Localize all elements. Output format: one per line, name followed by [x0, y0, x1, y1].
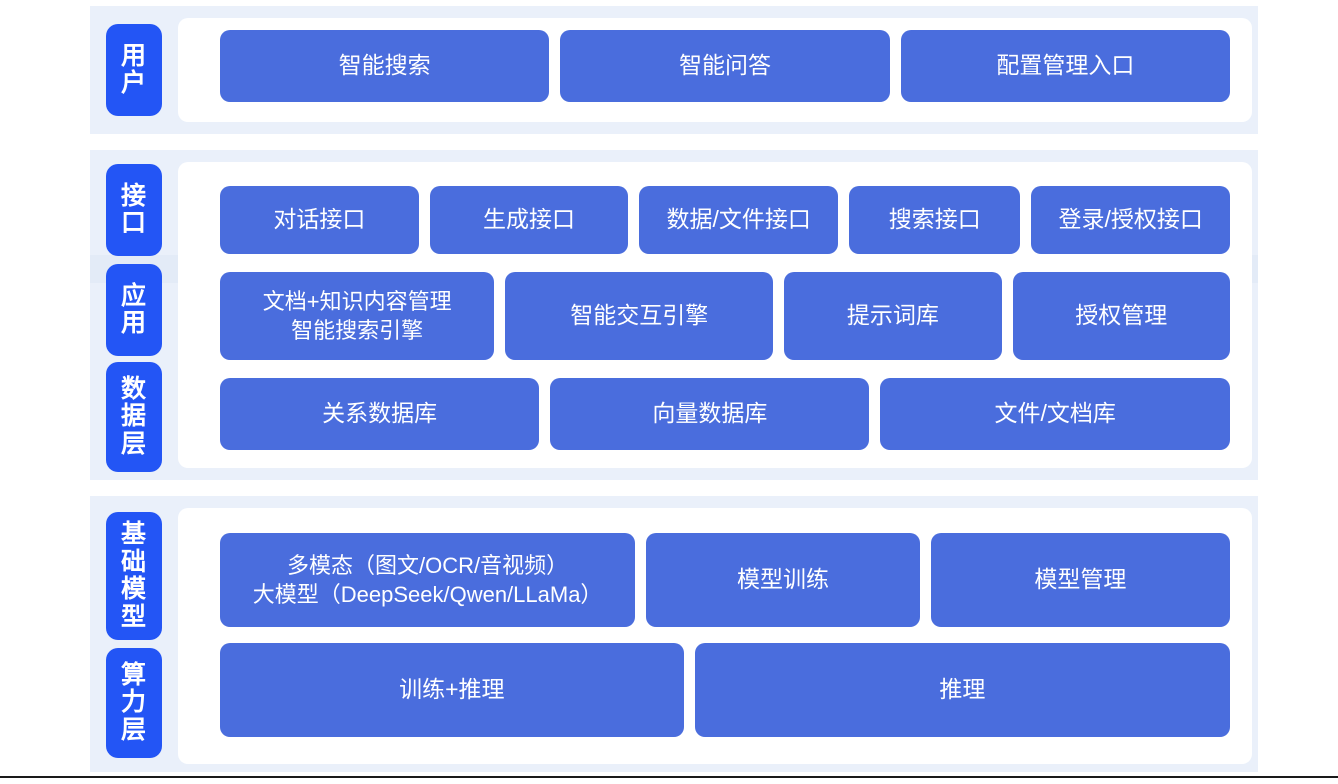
- module-box[interactable]: 智能交互引擎: [505, 272, 774, 360]
- layer-tab-interface-label: 接口: [120, 181, 147, 237]
- module-box[interactable]: 配置管理入口: [900, 30, 1230, 102]
- layer-tab-foundation-model[interactable]: 基础模型: [106, 512, 162, 640]
- layer-tab-user-label: 用户: [120, 41, 147, 97]
- layer-tab-user[interactable]: 用户: [106, 24, 162, 116]
- row-application-modules: 文档+知识内容管理 智能搜索引擎智能交互引擎提示词库授权管理: [220, 272, 1230, 360]
- module-box[interactable]: 提示词库: [784, 272, 1002, 360]
- module-box[interactable]: 向量数据库: [550, 378, 870, 450]
- module-box[interactable]: 授权管理: [1012, 272, 1230, 360]
- row-interface-modules: 对话接口生成接口数据/文件接口搜索接口登录/授权接口: [220, 186, 1231, 254]
- layer-tab-interface[interactable]: 接口: [106, 164, 162, 256]
- layer-tab-compute-label: 算力层: [120, 660, 147, 744]
- module-box[interactable]: 数据/文件接口: [639, 186, 839, 254]
- module-box[interactable]: 文档+知识内容管理 智能搜索引擎: [220, 272, 495, 360]
- module-box[interactable]: 推理: [694, 643, 1230, 737]
- module-box[interactable]: 搜索接口: [849, 186, 1021, 254]
- module-box[interactable]: 模型训练: [646, 533, 920, 627]
- layer-tab-data-label: 数据层: [120, 374, 147, 458]
- layer-tab-data[interactable]: 数据层: [106, 362, 162, 472]
- layer-tab-foundation-model-label: 基础模型: [120, 520, 147, 631]
- row-model-modules: 多模态（图文/OCR/音视频） 大模型（DeepSeek/Qwen/LLaMa）…: [220, 533, 1230, 627]
- module-box[interactable]: 多模态（图文/OCR/音视频） 大模型（DeepSeek/Qwen/LLaMa）: [220, 533, 636, 627]
- module-box[interactable]: 智能问答: [560, 30, 890, 102]
- row-compute-modules: 训练+推理推理: [220, 643, 1230, 737]
- module-box[interactable]: 生成接口: [429, 186, 629, 254]
- layer-tab-compute[interactable]: 算力层: [106, 648, 162, 758]
- module-box[interactable]: 模型管理: [930, 533, 1230, 627]
- module-box[interactable]: 文件/文档库: [880, 378, 1230, 450]
- row-data-stores: 关系数据库向量数据库文件/文档库: [220, 378, 1230, 450]
- module-box[interactable]: 登录/授权接口: [1031, 186, 1231, 254]
- module-box[interactable]: 关系数据库: [220, 378, 540, 450]
- module-box[interactable]: 智能搜索: [220, 30, 550, 102]
- page-bottom-rule: [0, 776, 1338, 778]
- layer-tab-application-label: 应用: [120, 281, 147, 337]
- layer-tab-application[interactable]: 应用: [106, 264, 162, 356]
- row-user-capabilities: 智能搜索智能问答配置管理入口: [220, 30, 1230, 102]
- module-box[interactable]: 训练+推理: [220, 643, 684, 737]
- module-box[interactable]: 对话接口: [220, 186, 419, 254]
